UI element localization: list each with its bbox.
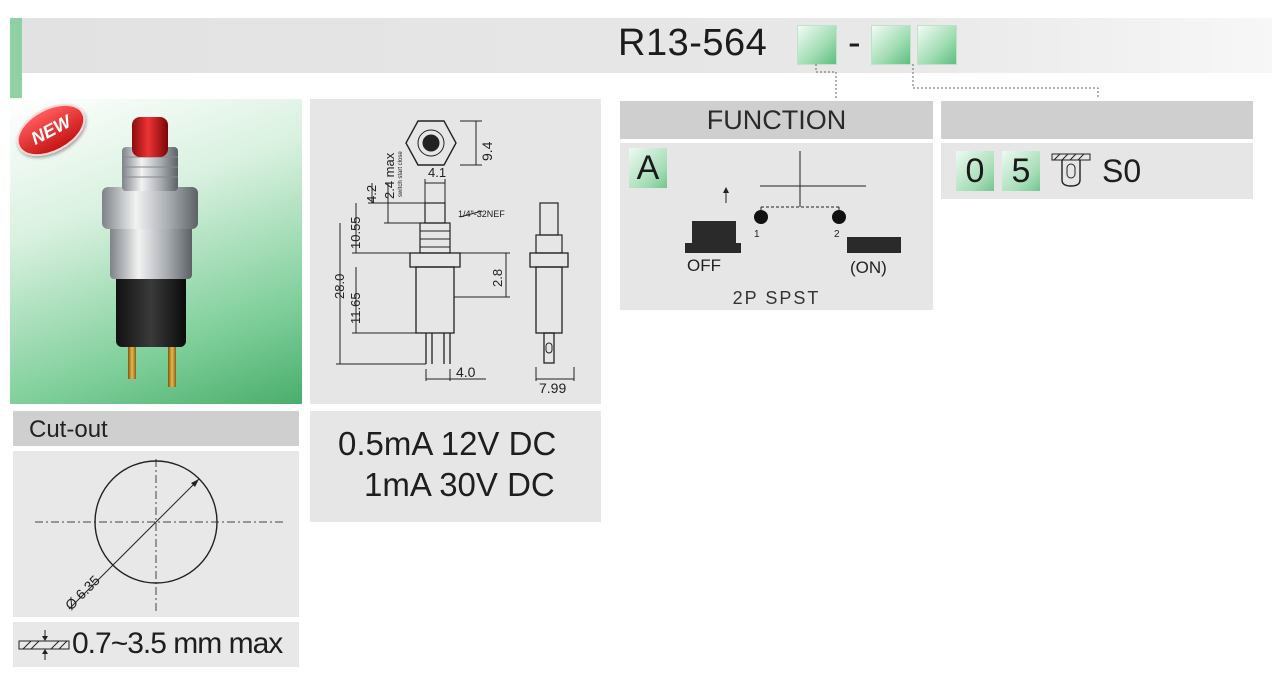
dim-terminal-width: 7.99 <box>539 380 566 396</box>
dim-4-2: 4.2 <box>364 185 379 203</box>
rating-line-2: 1mA 30V DC <box>364 466 555 503</box>
rating-line-1: 0.5mA 12V DC <box>338 425 557 462</box>
cutout-title: Cut-out <box>29 416 108 443</box>
panel-thickness-row <box>13 622 299 667</box>
dim-28-0: 28.0 <box>332 274 347 299</box>
cutout-diameter: Ø 6.35 <box>62 572 103 613</box>
cutout-circle-svg: Ø 6.35 <box>35 459 285 613</box>
terminal-digit-2: 5 <box>1002 151 1040 191</box>
solder-terminal-icon <box>1051 153 1091 187</box>
switch-illustration <box>102 117 198 387</box>
function-title: FUNCTION <box>706 105 847 135</box>
dim-width-top: 4.1 <box>428 165 446 180</box>
cutout-drawing: Ø 6.35 <box>13 451 299 617</box>
ratings-panel <box>310 411 601 522</box>
code-slot-terminal-1 <box>871 25 911 65</box>
dim-2-8: 2.8 <box>490 269 505 287</box>
dimension-svg: 1/4"-32NEF 4.1 9.4 2.4 max switch start … <box>332 120 575 396</box>
pin-1-label: 1 <box>754 229 760 240</box>
function-panel <box>620 143 933 310</box>
circuit-caption: 2P SPST <box>732 288 821 308</box>
dim-hex-height: 9.4 <box>479 141 495 161</box>
dim-stroke-max: 2.4 max <box>382 152 397 199</box>
terminal-digit-1: 0 <box>956 151 994 191</box>
terminal-header <box>941 101 1253 139</box>
part-separator: - <box>848 22 861 64</box>
function-code: A <box>629 148 667 188</box>
code-leader-lines <box>815 64 1099 100</box>
panel-thickness-value: 0.7~3.5 mm max <box>72 627 283 660</box>
part-number: R13-564 <box>618 22 768 64</box>
header-accent <box>10 18 22 98</box>
code-slot-terminal-2 <box>917 25 957 65</box>
product-photo <box>10 99 302 404</box>
off-label: OFF <box>687 256 721 275</box>
dim-11-65: 11.65 <box>348 292 363 324</box>
cutout-header <box>13 411 299 446</box>
function-header <box>620 101 933 139</box>
dimension-drawing: 1/4"-32NEF 4.1 9.4 2.4 max switch start … <box>310 99 601 404</box>
code-slot-function <box>797 25 837 65</box>
thread-label: 1/4"-32NEF <box>458 209 505 219</box>
circuit-diagram: 1 2 OFF (ON) <box>685 151 901 277</box>
header-bar <box>10 18 1272 73</box>
pin-2-label: 2 <box>834 229 840 240</box>
panel-thickness-icon <box>18 630 70 660</box>
terminal-label: S0 <box>1102 153 1142 189</box>
dim-terminal-pitch: 4.0 <box>456 364 476 380</box>
dim-10-55: 10.55 <box>348 216 363 249</box>
on-label: (ON) <box>850 258 887 277</box>
dim-stroke-note: switch start close <box>398 151 404 197</box>
